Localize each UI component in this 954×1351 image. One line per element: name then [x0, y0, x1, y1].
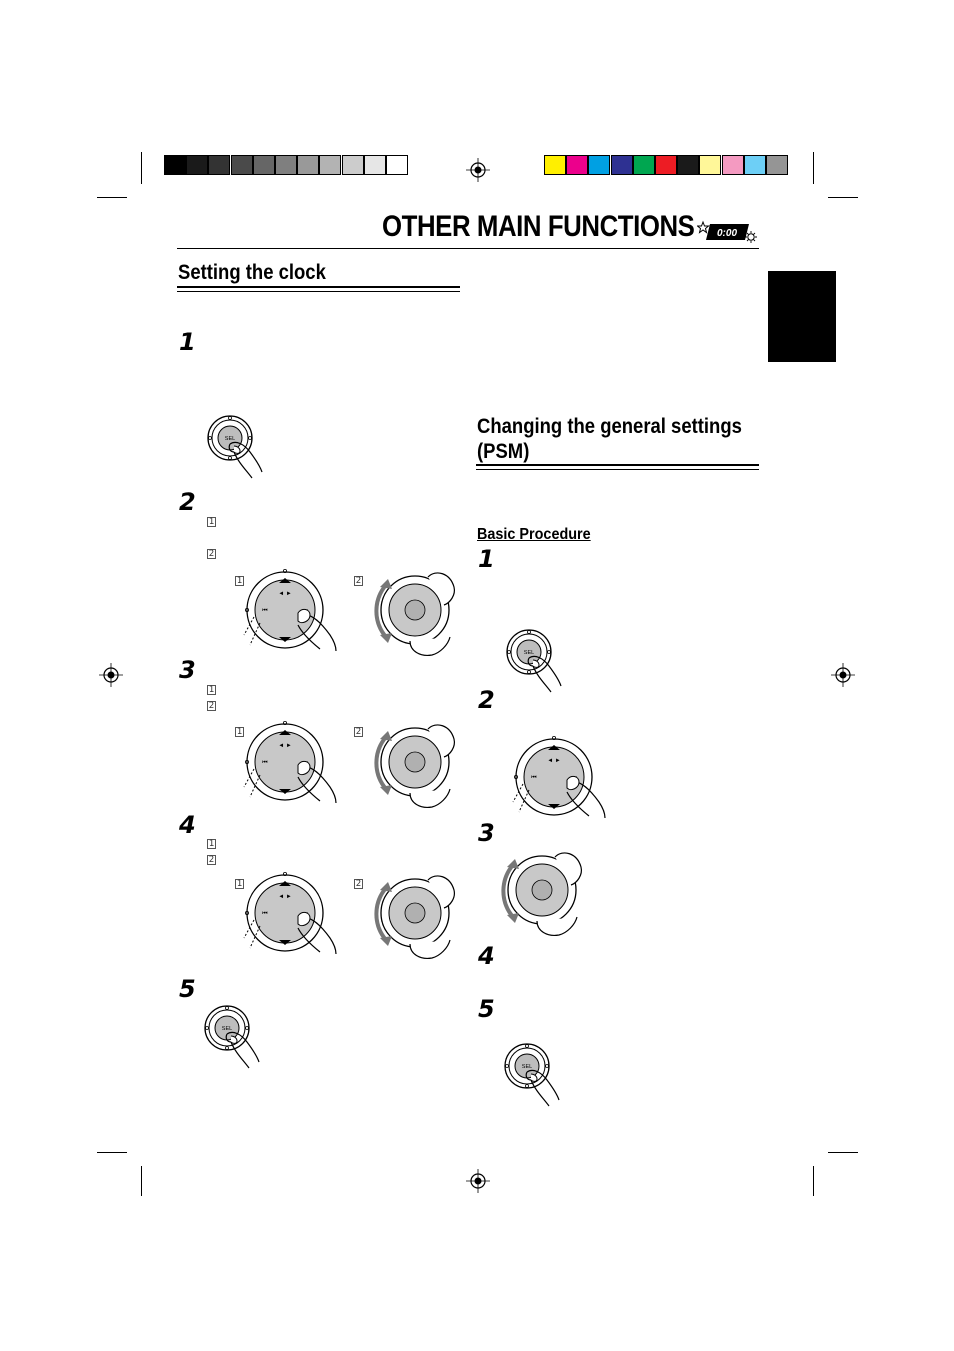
grayscale-swatch [275, 155, 297, 175]
clock-step-5: 5 [179, 975, 196, 1003]
clock-display-text: 0:00 [717, 228, 737, 239]
color-swatch [677, 155, 700, 175]
registration-target-icon [466, 158, 490, 182]
control-dial-illustration [243, 871, 337, 955]
grayscale-swatch [230, 155, 253, 175]
psm-step-2: 2 [478, 686, 495, 714]
psm-step-3: 3 [478, 819, 495, 847]
clock-display-icon: 0:00 [697, 220, 757, 243]
color-swatch [588, 155, 611, 175]
control-dial-illustration [243, 720, 337, 804]
sub-marker-1: 1 [207, 517, 216, 527]
sub-marker-2: 2 [207, 701, 216, 711]
grayscale-swatch [319, 155, 342, 175]
sub-marker-1: 1 [235, 727, 244, 737]
clock-step-2: 2 [179, 488, 196, 516]
crop-mark [813, 152, 814, 184]
crop-mark [97, 1152, 127, 1153]
grayscale-swatch [297, 155, 320, 175]
sel-button-illustration [207, 415, 263, 479]
sub-marker-2: 2 [354, 576, 363, 586]
sub-marker-1: 1 [207, 839, 216, 849]
title-rule [177, 248, 759, 249]
rotary-knob-illustration [374, 873, 457, 961]
basic-procedure-label: Basic Procedure [477, 526, 591, 543]
registration-target-icon [831, 663, 855, 687]
crop-mark [813, 1166, 814, 1196]
grayscale-swatch [363, 155, 386, 175]
registration-target-icon [466, 1169, 490, 1193]
control-dial-illustration [512, 735, 606, 819]
sub-marker-2: 2 [207, 549, 216, 559]
grayscale-swatch [341, 155, 364, 175]
sel-button-illustration [204, 1005, 260, 1069]
psm-step-4: 4 [478, 942, 495, 970]
sub-marker-2: 2 [354, 727, 363, 737]
crop-mark [97, 197, 127, 198]
psm-step-5: 5 [478, 995, 495, 1023]
registration-target-icon [99, 663, 123, 687]
psm-heading-rule [476, 464, 759, 470]
language-tab [768, 271, 836, 362]
sub-marker-2: 2 [207, 855, 216, 865]
clock-section-heading: Setting the clock [178, 261, 326, 284]
sub-marker-1: 1 [207, 685, 216, 695]
color-swatch [655, 155, 677, 175]
color-swatch [699, 155, 722, 175]
sub-marker-1: 1 [235, 576, 244, 586]
control-dial-illustration [243, 568, 337, 652]
page-title: OTHER MAIN FUNCTIONS [382, 210, 695, 243]
rotary-knob-illustration [374, 570, 457, 658]
sub-marker-2: 2 [354, 879, 363, 889]
sub-marker-1: 1 [235, 879, 244, 889]
crop-mark [828, 1152, 858, 1153]
grayscale-swatch [186, 155, 209, 175]
clock-step-1: 1 [179, 328, 196, 356]
psm-step-1: 1 [478, 545, 495, 573]
rotary-knob-illustration [374, 722, 457, 810]
rotary-knob-illustration [501, 850, 584, 938]
sel-button-illustration [504, 1043, 560, 1107]
grayscale-swatch [208, 155, 231, 175]
crop-mark [828, 197, 858, 198]
clock-step-4: 4 [179, 811, 196, 839]
sel-button-illustration [506, 629, 562, 693]
clock-step-3: 3 [179, 656, 196, 684]
clock-heading-rule [177, 286, 460, 292]
crop-mark [141, 1166, 142, 1196]
color-swatch [610, 155, 633, 175]
color-swatch [544, 155, 566, 175]
grayscale-swatch [164, 155, 186, 175]
crop-mark [141, 152, 142, 184]
psm-heading-line-1: Changing the general settings [477, 415, 742, 438]
color-swatch [743, 155, 766, 175]
color-swatch [721, 155, 744, 175]
grayscale-swatch [386, 155, 408, 175]
grayscale-swatch [252, 155, 275, 175]
color-swatch [632, 155, 655, 175]
psm-section-heading: Changing the general settings (PSM) [477, 414, 742, 464]
color-swatch [566, 155, 589, 175]
psm-heading-line-2: (PSM) [477, 440, 530, 463]
color-swatch [766, 155, 788, 175]
